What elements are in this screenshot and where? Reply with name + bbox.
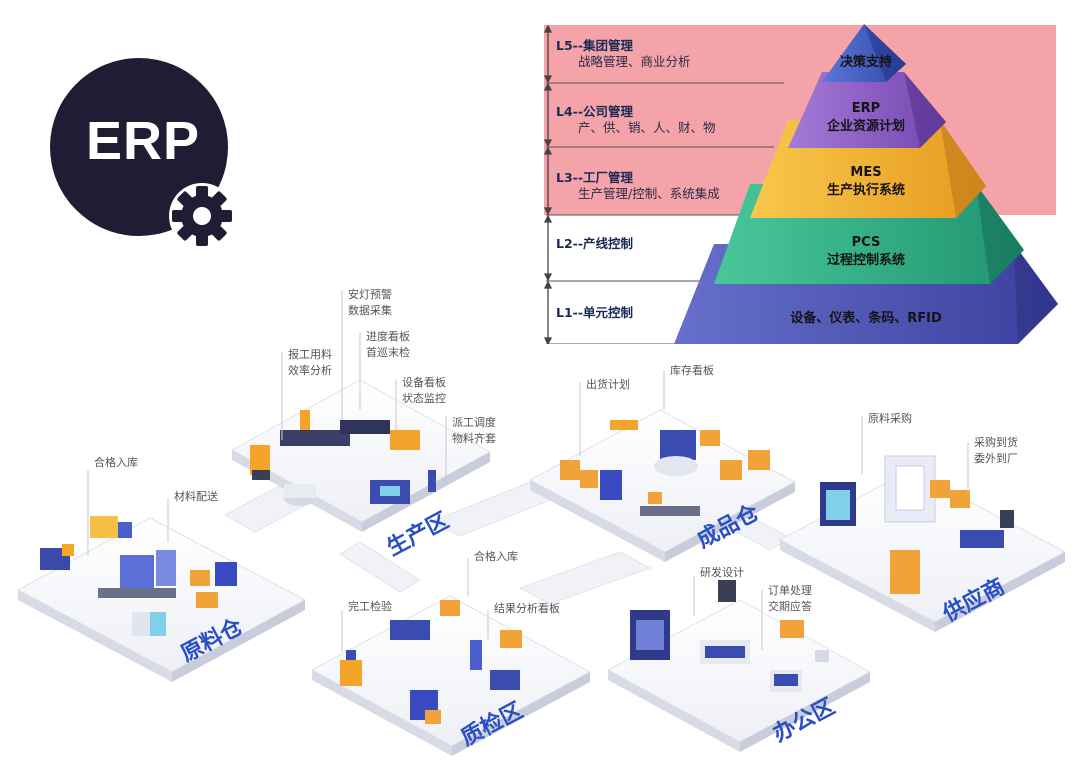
erp-badge-text: ERP [85, 111, 201, 171]
platform-raw-warehouse [16, 517, 307, 682]
label-prod-7: 设备看板 [402, 375, 446, 389]
layer-l3-text: 生产执行系统 [827, 182, 905, 198]
platform-qc [310, 595, 592, 756]
label-raw-2: 材料配送 [174, 489, 218, 503]
label-off-3: 交期应答 [768, 599, 812, 613]
label-raw-1: 合格入库 [94, 455, 138, 469]
label-off-1: 研发设计 [700, 565, 744, 579]
layer-l4-title: ERP [852, 101, 880, 116]
equipment [40, 410, 1014, 724]
label-qc-3: 结果分析看板 [494, 601, 560, 615]
pyramid-layers [674, 24, 1058, 344]
layer-l3-title: MES [850, 165, 881, 180]
label-fin-1: 出货计划 [586, 377, 630, 391]
pyramid-graphic: 决策支持 ERP 企业资源计划 MES 生产执行系统 PCS 过程控制系统 设备… [544, 24, 1058, 344]
label-prod-2: 效率分析 [288, 363, 332, 377]
level-l1-label: L1--单元控制 [556, 305, 634, 320]
platform-office [606, 599, 872, 752]
level-l2-label: L2--产线控制 [556, 236, 634, 251]
label-sup-1: 原料采购 [868, 411, 912, 425]
zone-name-production: 生产区 [383, 508, 453, 561]
layer-l2-text: 过程控制系统 [827, 252, 905, 268]
layer-l5-text: 决策支持 [840, 54, 892, 70]
pyramid-panel: 决策支持 ERP 企业资源计划 MES 生产执行系统 PCS 过程控制系统 设备… [544, 22, 1058, 344]
label-fin-2: 库存看板 [670, 363, 714, 377]
label-sup-3: 委外到厂 [974, 452, 1018, 465]
factory-scene: 合格入库 材料配送 报工用料 效率分析 安灯预警 数据采集 进度看板 首巡末检 … [16, 287, 1067, 756]
layer-l4-text: 企业资源计划 [826, 118, 905, 134]
layer-l1-text: 设备、仪表、条码、RFID [790, 310, 942, 326]
label-prod-10: 物料齐套 [452, 431, 496, 445]
gear-icon [169, 183, 235, 249]
level-l5-label: L5--集团管理 战略管理、商业分析 [556, 38, 691, 69]
label-prod-6: 首巡末检 [366, 345, 410, 359]
label-qc-2: 合格入库 [474, 549, 518, 563]
label-qc-1: 完工检验 [348, 599, 392, 613]
label-prod-9: 派工调度 [452, 415, 496, 429]
platform-finished [528, 409, 797, 562]
label-prod-3: 安灯预警 [348, 287, 392, 301]
label-off-2: 订单处理 [768, 584, 812, 597]
level-l4-label: L4--公司管理 产、供、销、人、财、物 [556, 104, 716, 135]
label-prod-1: 报工用料 [288, 347, 332, 361]
label-prod-4: 数据采集 [348, 303, 392, 317]
level-l3-label: L3--工厂管理 生产管理/控制、系统集成 [556, 170, 720, 201]
label-prod-5: 进度看板 [366, 329, 410, 343]
label-sup-2: 采购到货 [974, 435, 1018, 449]
layer-l4 [788, 72, 946, 148]
layer-l2-title: PCS [852, 235, 881, 250]
label-prod-8: 状态监控 [402, 391, 446, 405]
